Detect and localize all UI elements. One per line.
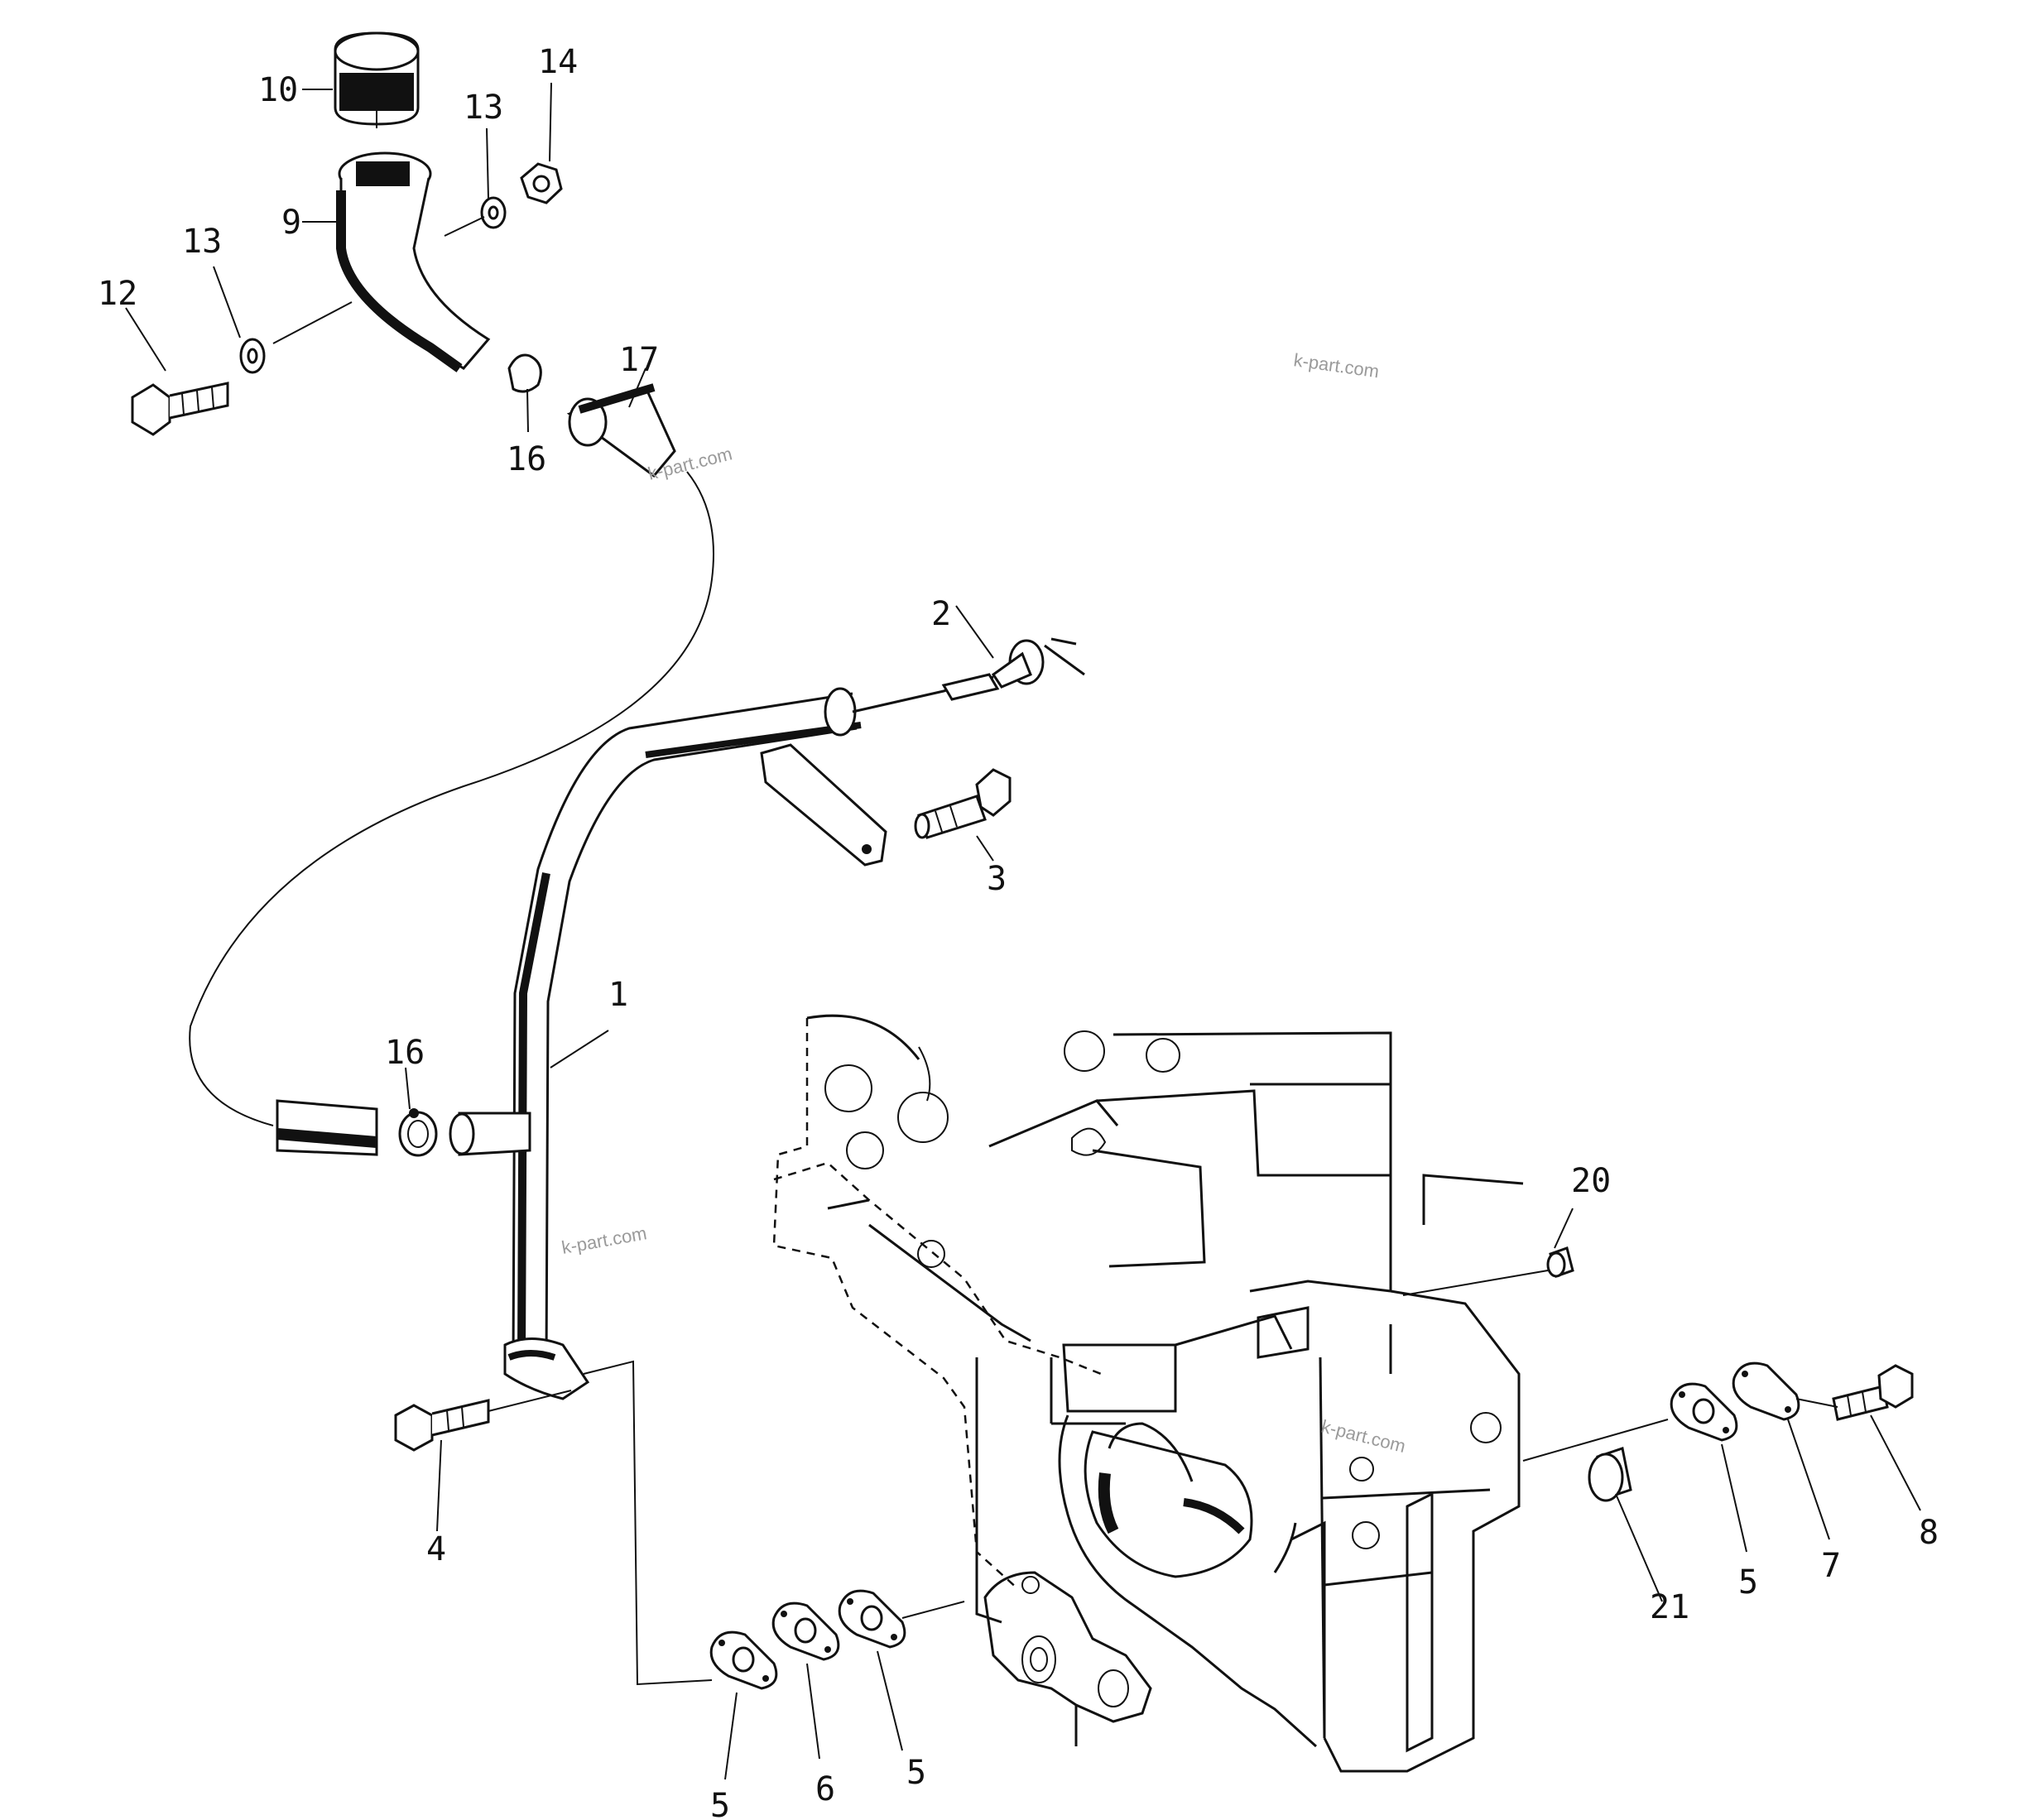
callout-17: 17 <box>619 341 659 379</box>
callout-21: 21 <box>1650 1588 1689 1626</box>
callouts: 10 14 13 9 13 12 16 17 2 3 1 16 4 20 21 … <box>98 43 1939 1820</box>
callout-1: 1 <box>608 976 628 1014</box>
watermark-3: k-part.com <box>560 1222 649 1258</box>
dipstick-2 <box>852 637 1085 713</box>
callout-10: 10 <box>258 71 298 109</box>
callout-4: 4 <box>426 1530 446 1568</box>
gasket-5-right <box>1670 1382 1738 1442</box>
leader-lines <box>125 82 1921 1780</box>
callout-8: 8 <box>1919 1514 1939 1552</box>
callout-6: 6 <box>815 1770 835 1808</box>
hose-lower <box>276 1099 378 1156</box>
dipstick-tube-1 <box>449 687 862 1400</box>
gasket-6 <box>771 1602 840 1661</box>
hose-clamp-16-lower <box>398 1108 438 1157</box>
callout-13-right: 13 <box>464 89 503 127</box>
callout-5-right: 5 <box>1738 1563 1758 1602</box>
gasket-5-left <box>709 1630 778 1690</box>
callout-7: 7 <box>1821 1547 1841 1585</box>
plug-20 <box>1546 1246 1574 1278</box>
callout-3: 3 <box>987 860 1007 898</box>
filler-cap <box>334 31 420 126</box>
washer-13-left <box>239 338 266 374</box>
filler-neck-elbow <box>336 151 491 372</box>
gasket-5-center <box>838 1589 906 1649</box>
callout-13-left: 13 <box>182 223 222 261</box>
callout-9: 9 <box>281 204 301 242</box>
bolt-8 <box>1832 1364 1914 1421</box>
hose-clamp-16-top <box>507 353 542 393</box>
watermark-1: k-part.com <box>1292 349 1380 382</box>
callout-5-left: 5 <box>710 1787 730 1820</box>
callout-16-lower: 16 <box>385 1034 425 1072</box>
washer-13-right <box>480 196 507 229</box>
bolt-3 <box>914 768 1012 839</box>
watermarks: k-part.com k-part.com k-part.com k-part.… <box>560 349 1408 1457</box>
callout-12: 12 <box>98 275 137 313</box>
breather-hose <box>189 471 714 1126</box>
cover-7 <box>1732 1361 1800 1421</box>
watermark-4: k-part.com <box>1319 1416 1408 1457</box>
engine-block <box>772 1014 1524 1773</box>
callout-16-top: 16 <box>507 440 546 478</box>
callout-14: 14 <box>538 43 578 81</box>
bracket <box>760 743 887 867</box>
callout-2: 2 <box>931 595 951 633</box>
plug-21 <box>1588 1447 1632 1502</box>
callout-5-center: 5 <box>906 1754 926 1792</box>
bolt-4 <box>394 1399 490 1452</box>
hose-17 <box>566 383 676 478</box>
callout-20: 20 <box>1571 1162 1611 1200</box>
nut-14 <box>520 162 563 204</box>
bolt-12 <box>131 382 229 436</box>
